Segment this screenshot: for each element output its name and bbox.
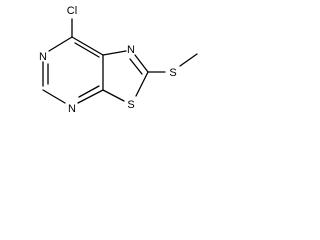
bond-c7-c7a xyxy=(71,36,104,56)
bond-n4-c3a xyxy=(77,89,104,104)
atom-label-sulfur-ring: S xyxy=(127,99,134,111)
bond-n1-c2-double xyxy=(129,58,143,75)
bond-s-ch3 xyxy=(179,53,198,67)
bond-c7-c7a-double xyxy=(74,42,100,58)
atom-label-nitrogen-right: N xyxy=(127,44,135,56)
bond-n4-c3a-double xyxy=(78,85,100,98)
chemical-structure: Cl N N N S S xyxy=(39,5,198,115)
atom-label-nitrogen-left: N xyxy=(39,51,47,63)
atom-label-nitrogen-bottom: N xyxy=(68,103,76,115)
bond-n1-c2 xyxy=(134,54,149,73)
bond-c7a-n1 xyxy=(102,50,127,56)
atom-label-sulfur-methylthio: S xyxy=(169,67,176,79)
atom-label-chlorine: Cl xyxy=(67,5,77,17)
bond-s3-c3a xyxy=(102,89,125,102)
bond-c7-n6 xyxy=(48,36,73,52)
bond-lines xyxy=(42,18,198,104)
bond-c5-n4 xyxy=(42,89,66,104)
atom-labels: Cl N N N S S xyxy=(39,5,177,115)
bond-c2-s3 xyxy=(135,71,149,97)
